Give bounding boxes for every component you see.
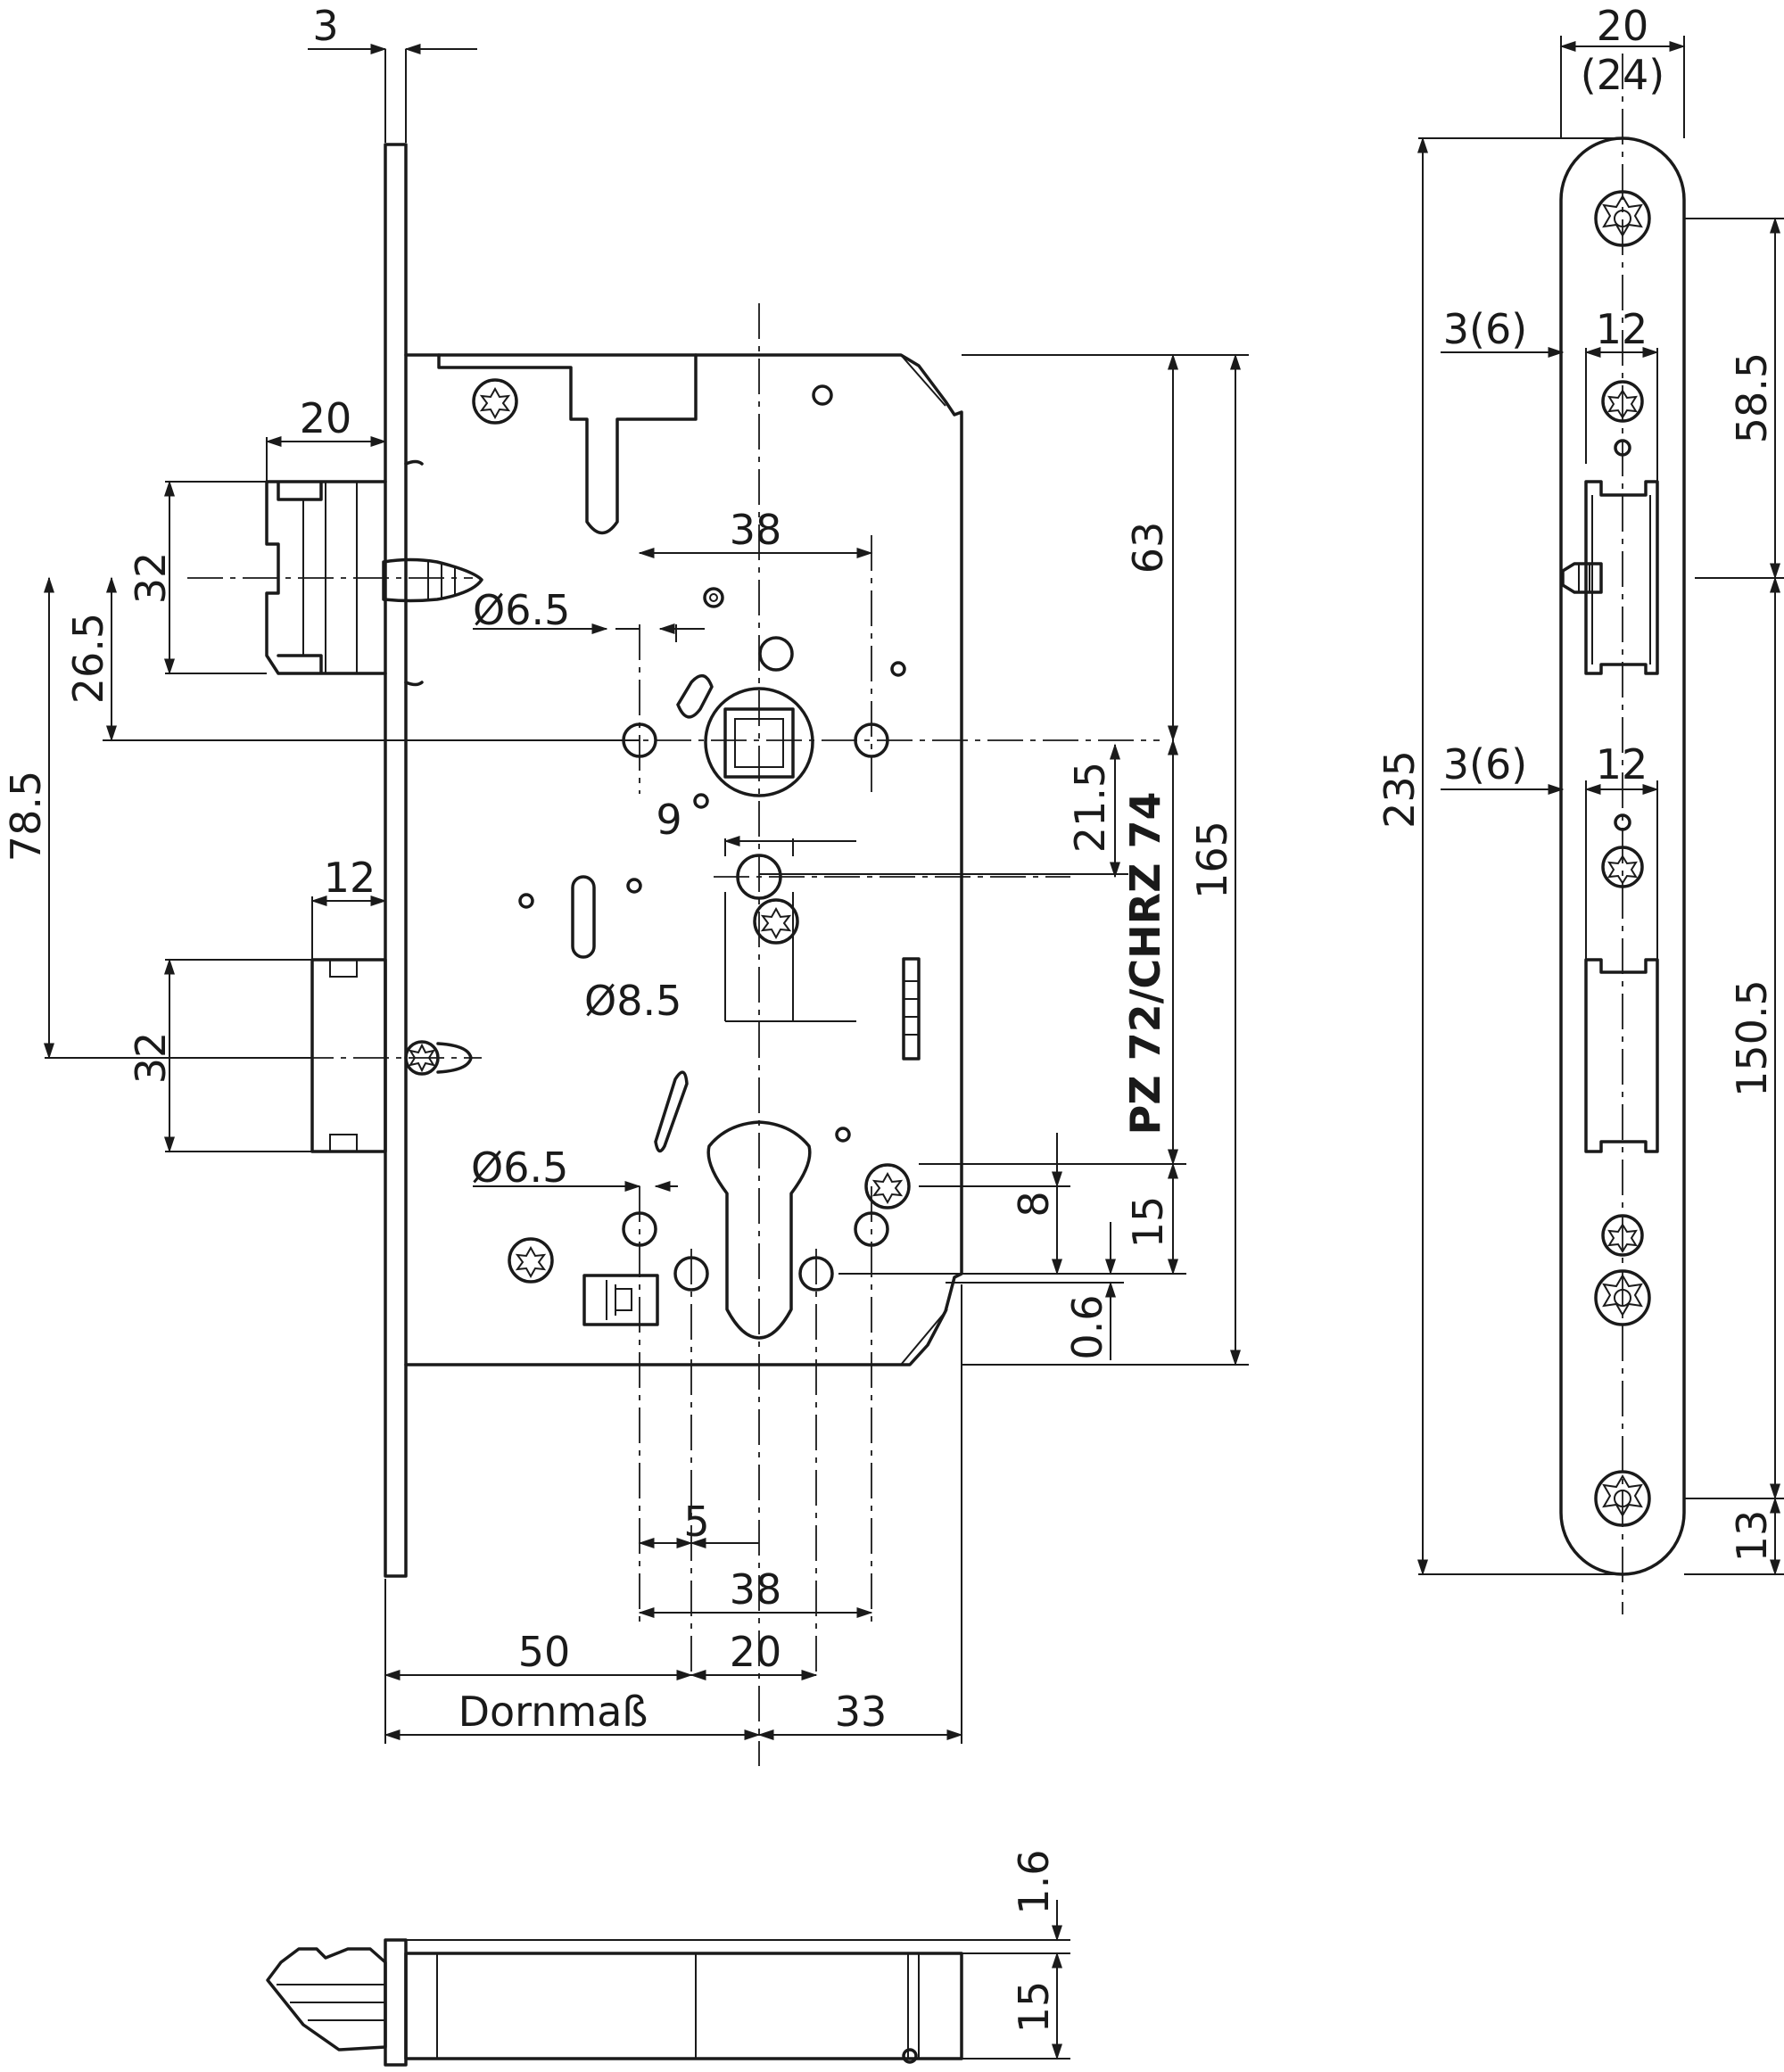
dim-latch-to-bottom: 150.5 — [1728, 979, 1776, 1097]
cylinder-cutout — [706, 1120, 812, 1340]
dim-latch-width-top: 12 — [1596, 305, 1648, 353]
dim-plate-width-alt: (24) — [1581, 51, 1664, 99]
dim-screw-hole-top: Ø6.5 — [473, 586, 570, 634]
dim-faceplate-thickness: 3 — [312, 2, 338, 50]
screw-icon — [472, 378, 518, 425]
screw-icon — [1594, 1470, 1651, 1527]
dim-bolt-width-side: 12 — [1596, 740, 1648, 788]
screw-icon — [1601, 380, 1644, 423]
screw-icon — [1601, 846, 1644, 888]
dim-cyl-8: 8 — [1010, 1191, 1058, 1217]
dim-plate-width: 20 — [1597, 2, 1649, 50]
dim-latch-projection: 20 — [300, 394, 352, 442]
dim-cyl-15: 15 — [1124, 1196, 1172, 1249]
dim-bolt-height: 32 — [127, 1032, 175, 1085]
dim-hole-center: Ø8.5 — [584, 977, 681, 1025]
dim-bolt-projection: 12 — [324, 854, 376, 902]
dim-latch-offset: 26.5 — [64, 613, 112, 704]
dim-backset-label: Dornmaß — [458, 1688, 648, 1736]
follower-hub — [704, 687, 814, 797]
case-slot — [437, 353, 698, 535]
faceplate — [384, 143, 408, 1578]
screw-icon — [1601, 1214, 1644, 1257]
dim-bolt-offset-side: 3(6) — [1443, 740, 1527, 788]
dim-cyl-offset-5: 5 — [683, 1498, 709, 1546]
dim-case-remainder: 33 — [835, 1688, 888, 1736]
screw-icon — [508, 1237, 554, 1284]
dim-follower-to-hole: 21.5 — [1066, 762, 1114, 853]
dim-plate-thickness: 1.6 — [1010, 1849, 1058, 1914]
bolt-opening — [1584, 958, 1659, 1153]
side-view: 20 (24) 235 3(6) 12 58.5 3(6) 12 150.5 1… — [1375, 2, 1784, 1614]
dim-screw-hole-bottom: Ø6.5 — [471, 1143, 568, 1192]
dim-top-to-latch: 58.5 — [1728, 352, 1776, 443]
dim-cyl-0-6: 0.6 — [1063, 1294, 1111, 1359]
lock-case — [404, 353, 963, 1366]
dim-case-height: 165 — [1188, 821, 1236, 899]
screw-icon — [1594, 190, 1651, 247]
dim-follower-spacing: 38 — [730, 506, 782, 554]
bottom-view: 1.6 15 — [266, 1849, 1070, 2067]
dim-bottom-spacing: 38 — [730, 1565, 782, 1614]
dim-follower-square: 9 — [656, 796, 681, 844]
front-view: 3 20 32 26.5 78.5 12 32 Ø6.5 38 9 Ø8.5 Ø… — [2, 2, 1249, 1766]
case-body — [404, 1952, 963, 2060]
dim-latch-offset-top: 3(6) — [1443, 305, 1527, 353]
screw-icon — [864, 1163, 911, 1209]
dim-case-depth: 15 — [1010, 1981, 1058, 2034]
dead-bolt — [310, 958, 387, 1153]
faceplate-edge — [384, 1938, 408, 2067]
distance-label: PZ 72/CHRZ 74 — [1121, 792, 1169, 1135]
dim-bolt-offset: 78.5 — [2, 771, 50, 862]
dim-top-to-follower: 63 — [1124, 522, 1172, 574]
dim-latch-height: 32 — [127, 552, 175, 605]
dim-backset: 50 — [518, 1628, 571, 1676]
screw-icon — [1594, 1269, 1651, 1326]
latch-opening — [1584, 480, 1659, 675]
dim-cylinder-width: 20 — [730, 1628, 782, 1676]
dim-plate-length: 235 — [1375, 750, 1424, 829]
dim-bottom-margin: 13 — [1728, 1510, 1776, 1563]
screw-icon — [753, 898, 799, 945]
